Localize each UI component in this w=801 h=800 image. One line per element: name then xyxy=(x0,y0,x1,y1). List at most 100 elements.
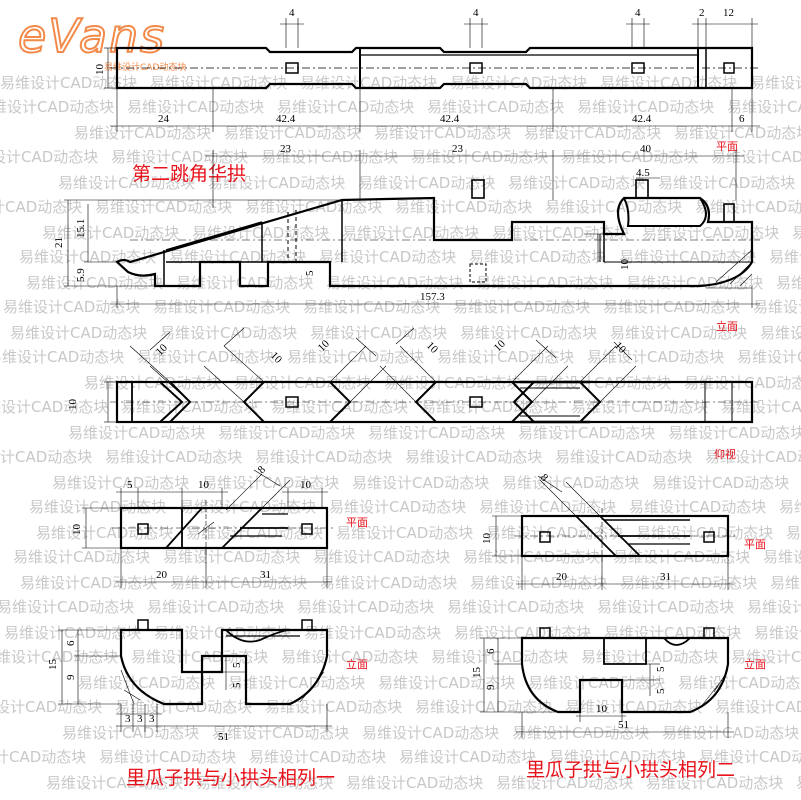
watermark-text: 易维设计CAD动态块 xyxy=(147,598,284,616)
watermark-text: 易维设计CAD动态块 xyxy=(0,598,134,616)
dim-label: 3 xyxy=(137,713,143,725)
watermark-text: 易维设计CAD动态块 xyxy=(760,324,801,342)
watermark-text: 易维设计CAD动态块 xyxy=(581,648,718,666)
watermark-text: 易维设计CAD动态块 xyxy=(0,74,137,92)
view-bottom xyxy=(104,327,760,424)
watermark-text: 易维设计CAD动态块 xyxy=(486,524,623,542)
watermark-text: 易维设计CAD动态块 xyxy=(326,274,463,292)
watermark-text: 易维设计CAD动态块 xyxy=(629,498,766,516)
watermark-text: 易维设计CAD动态块 xyxy=(470,574,607,592)
watermark-text: 易维设计CAD动态块 xyxy=(565,698,702,716)
dim-label: 10 xyxy=(198,479,210,491)
view-label-elevation: 立面 xyxy=(744,657,766,671)
watermark-text: 易维设计CAD动态块 xyxy=(0,348,124,366)
dim-label: 10 xyxy=(596,703,608,715)
watermark-text: 易维设计CAD动态块 xyxy=(137,348,274,366)
watermark-text: 易维设计CAD动态块 xyxy=(52,474,189,492)
watermark-text: 易维设计CAD动态块 xyxy=(111,148,248,166)
watermark-text: 易维设计CAD动态块 xyxy=(13,548,150,566)
watermark-text: 易维设计CAD动态块 xyxy=(626,274,763,292)
watermark-text: 易维设计CAD动态块 xyxy=(399,748,536,766)
dim-label: 6 xyxy=(485,648,497,654)
watermark-text: 易维设计CAD动态块 xyxy=(427,98,564,116)
view-elevation xyxy=(64,150,760,308)
watermark-text: 易维设计CAD动态块 xyxy=(19,248,156,266)
watermark-text: 易维设计CAD动态块 xyxy=(460,324,597,342)
watermark-text: 易维设计CAD动态块 xyxy=(352,474,489,492)
watermark-text: 易维设计CAD动态块 xyxy=(105,448,242,466)
watermark-text: 易维设计CAD动态块 xyxy=(658,174,795,192)
dim-label: 10 xyxy=(619,259,631,271)
dim-label: 5 xyxy=(127,479,133,491)
watermark-text: 易维设计CAD动态块 xyxy=(277,98,414,116)
logo-mark: eVans xyxy=(18,9,166,63)
watermark-text: 易维设计CAD动态块 xyxy=(374,124,511,142)
watermark-text: 易维设计CAD动态块 xyxy=(224,124,361,142)
view-plan-top-dims: 4 4 4 2 12 10 24 42.4 42.4 42.4 6 平面 xyxy=(94,7,745,153)
watermark-text: 易维设计CAD动态块 xyxy=(0,748,86,766)
dim-label: 10 xyxy=(481,533,493,545)
view-small-elevation-left-dims: 15 6 9 5 5 3 3 3 51 立面 xyxy=(47,640,368,743)
watermark-text: 易维设计CAD动态块 xyxy=(518,424,655,442)
view-small-plan-right xyxy=(492,475,738,590)
watermark-text: 易维设计CAD动态块 xyxy=(796,774,801,792)
view-small-elevation-right-dims: 15 6 9 5 5 10 51 立面 xyxy=(471,648,766,731)
watermark-text: 易维设计CAD动态块 xyxy=(779,498,801,516)
view-plan-top xyxy=(104,18,760,132)
watermark-text: 易维设计CAD动态块 xyxy=(545,198,682,216)
dim-label: 4 xyxy=(473,7,479,19)
watermark-text: 易维设计CAD动态块 xyxy=(610,324,747,342)
watermark-text: 易维设计CAD动态块 xyxy=(600,74,737,92)
watermark-text: 易维设计CAD动态块 xyxy=(212,724,349,742)
watermark-text: 易维设计CAD动态块 xyxy=(46,774,183,792)
watermark-text: 易维设计CAD动态块 xyxy=(0,698,102,716)
dim-label: 10 xyxy=(300,479,312,491)
watermark-text: 易维设计CAD动态块 xyxy=(549,748,686,766)
watermark-text: 易维设计CAD动态块 xyxy=(699,748,801,766)
dim-label: 2 xyxy=(699,7,705,19)
watermark-text: 易维设计CAD动态块 xyxy=(405,448,542,466)
watermark-text: 易维设计CAD动态块 xyxy=(753,298,801,316)
watermark-text: 易维设计CAD动态块 xyxy=(437,348,574,366)
watermark-text: 易维设计CAD动态块 xyxy=(750,74,801,92)
section-title-1: 第二跳角华拱 xyxy=(132,163,246,185)
watermark-text: 易维设计CAD动态块 xyxy=(378,674,515,692)
watermark-text: 易维设计CAD动态块 xyxy=(571,398,708,416)
watermark-text: 易维设计CAD动态块 xyxy=(502,474,639,492)
watermark-text: 易维设计CAD动态块 xyxy=(727,98,801,116)
dim-label: 10 xyxy=(71,524,83,536)
watermark-text: 易维设计CAD动态块 xyxy=(508,174,645,192)
dim-label: 51 xyxy=(218,731,229,743)
watermark-text: 易维设计CAD动态块 xyxy=(74,124,211,142)
watermark-text: 易维设计CAD动态块 xyxy=(249,748,386,766)
watermark-text: 易维设计CAD动态块 xyxy=(310,324,447,342)
logo-subtitle: 易维设计CAD动态块 xyxy=(104,61,186,73)
watermark-text: 易维设计CAD动态块 xyxy=(620,574,757,592)
watermark-text: 易维设计CAD动态块 xyxy=(42,224,179,242)
dim-label: 20 xyxy=(156,569,168,581)
watermark-text: 易维设计CAD动态块 xyxy=(346,774,483,792)
watermark-text: 易维设计CAD动态块 xyxy=(0,148,98,166)
watermark-text: 易维设计CAD动态块 xyxy=(662,724,799,742)
dim-label: 6 xyxy=(739,113,745,125)
watermark-text: 易维设计CAD动态块 xyxy=(29,498,166,516)
watermark-text: 易维设计CAD动态块 xyxy=(160,324,297,342)
watermark-text: 易维设计CAD动态块 xyxy=(36,524,173,542)
watermark-text: 易维设计CAD动态块 xyxy=(297,598,434,616)
watermark-text: 易维设计CAD动态块 xyxy=(0,198,82,216)
dim-label: 24 xyxy=(158,113,170,125)
watermark-text: 易维设计CAD动态块 xyxy=(678,674,801,692)
dim-label: 31 xyxy=(660,571,671,583)
dim-label: 9 xyxy=(485,684,497,690)
dim-label: 5.9 xyxy=(75,268,87,282)
dim-label: 20 xyxy=(556,571,568,583)
view-label-plan: 平面 xyxy=(346,516,368,529)
dim-label: 9 xyxy=(65,674,77,680)
watermark-text: 易维设计CAD动态块 xyxy=(115,698,252,716)
dim-label: 5 xyxy=(231,682,243,688)
watermark-text: 易维设计CAD动态块 xyxy=(196,774,333,792)
watermark-text: 易维设计CAD动态块 xyxy=(127,98,264,116)
dim-label: 10 xyxy=(67,399,79,411)
watermark-text: 易维设计CAD动态块 xyxy=(62,724,199,742)
